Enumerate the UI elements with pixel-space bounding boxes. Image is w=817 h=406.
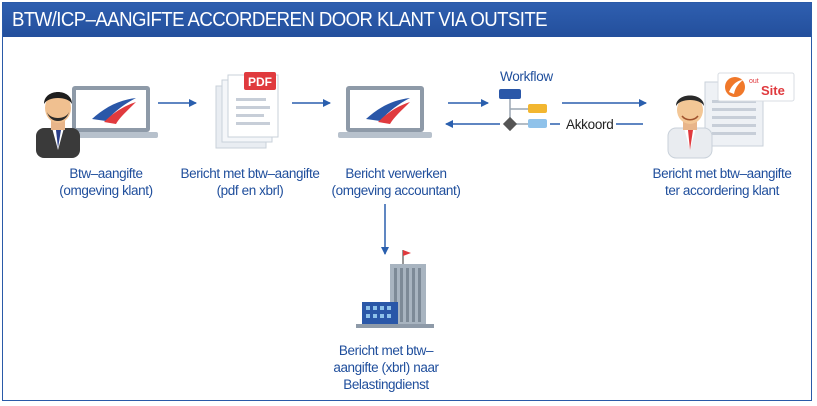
outsite-logo-small: out [749,78,759,85]
tax-office-building-icon [356,250,434,328]
client-label-line2: (omgeving klant) [59,183,153,198]
tax-label-line2: aangifte (xbrl) naar [333,360,439,375]
outsite-logo-big: Site [761,83,785,98]
akkoord-label: Akkoord [566,117,614,132]
tax-label-line1: Bericht met btw– [338,343,434,358]
diagram-title: BTW/ICP–AANGIFTE ACCORDEREN DOOR KLANT V… [12,9,548,31]
title-bar: BTW/ICP–AANGIFTE ACCORDEREN DOOR KLANT V… [3,3,811,37]
client-label-line1: Btw–aangifte [69,166,143,181]
approval-person-icon [667,95,713,159]
message-label-line1: Bericht met btw–aangifte [180,166,320,181]
outsite-logo: out Site [725,77,785,98]
approval-label-line1: Bericht met btw–aangifte [652,166,792,181]
process-label: Bericht verwerken (omgeving accountant) [318,165,474,199]
tax-label: Bericht met btw– aangifte (xbrl) naar Be… [322,342,450,393]
diagram-frame: BTW/ICP–AANGIFTE ACCORDEREN DOOR KLANT V… [2,2,812,401]
client-label: Btw–aangifte (omgeving klant) [36,165,176,199]
pdf-badge-label: PDF [248,75,272,89]
tax-label-line3: Belastingdienst [343,377,429,392]
workflow-icon [499,89,547,132]
process-label-line1: Bericht verwerken [345,166,447,181]
workflow-label: Workflow [500,69,553,84]
approval-label: Bericht met btw–aangifte ter accordering… [640,165,804,199]
client-person-icon [36,92,80,158]
message-label-line2: (pdf en xbrl) [216,183,284,198]
approval-label-line2: ter accordering klant [665,183,779,198]
laptop-icon [338,86,432,138]
message-label: Bericht met btw–aangifte (pdf en xbrl) [172,165,328,199]
pdf-document-icon: PDF [215,72,279,149]
laptop-icon [64,86,158,138]
process-label-line2: (omgeving accountant) [331,183,461,198]
